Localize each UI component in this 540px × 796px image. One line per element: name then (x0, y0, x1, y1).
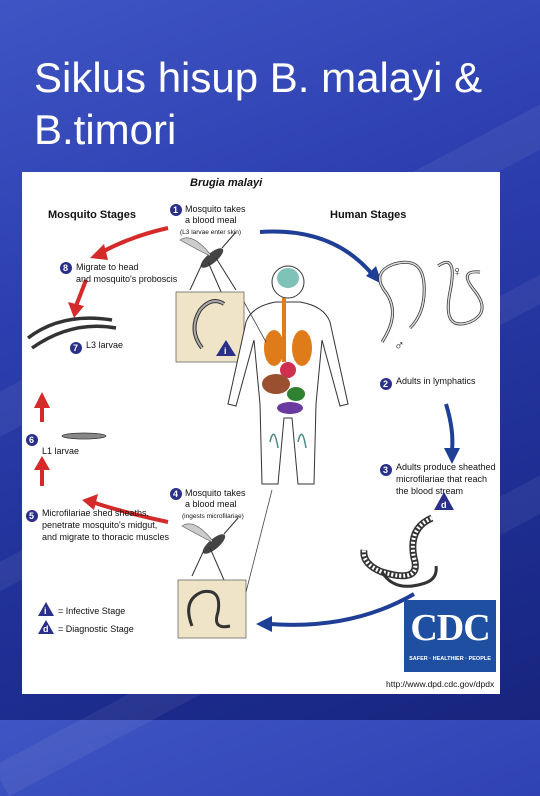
svg-text:i: i (44, 606, 47, 616)
step-number: 2 (383, 379, 388, 389)
l1-larva (61, 432, 107, 440)
step-1-line1: Mosquito takes (185, 204, 246, 214)
diagnostic-stage-icon (434, 492, 454, 510)
step-1-line3: (L3 larvae enter skin) (180, 229, 241, 236)
arrow-head (82, 494, 98, 510)
cdc-logo: CDC SAFER · HEALTHIER · PEOPLE (404, 600, 496, 672)
step-3-line3: the blood stream (396, 486, 463, 496)
step-badge (170, 488, 182, 500)
step-4-line3: (ingests microfilariae) (182, 513, 244, 520)
step-badge (170, 204, 182, 216)
l3-larva-large (26, 316, 113, 340)
step-1-line2: a blood meal (185, 215, 237, 225)
step-5-line1: Microfilariae shed sheaths, (42, 508, 149, 518)
step-number: 8 (63, 263, 68, 273)
mosquito-top-illustration (179, 231, 237, 295)
step-6-label: L1 larvae (42, 446, 79, 456)
arrow-bottom-left (269, 592, 416, 627)
diagram-heading: Brugia malayi (190, 177, 263, 189)
legend-infective-text: = Infective Stage (58, 606, 125, 616)
legend-diagnostic-icon (38, 620, 54, 634)
arrow-head (90, 244, 108, 260)
infective-stage-icon (216, 340, 236, 356)
step-badge (26, 434, 38, 446)
step-badge (70, 342, 82, 354)
step-4-line2: a blood meal (185, 499, 237, 509)
microfilaria-worm (187, 589, 231, 629)
male-symbol: ♂ (394, 337, 405, 353)
step-5-line2: penetrate mosquito's midgut, (42, 520, 157, 530)
diagnostic-symbol: d (441, 500, 447, 510)
step-badge (60, 262, 72, 274)
slide-title: Siklus hisup B. malayi & B.timori (34, 54, 483, 153)
mosquito-bottom-illustration (181, 517, 239, 581)
step-5-line3: and migrate to thoracic muscles (42, 532, 170, 542)
cdc-tagline: SAFER · HEALTHIER · PEOPLE (409, 656, 491, 662)
arrow-red-8-7 (74, 279, 88, 307)
arrow-head (68, 302, 84, 318)
step-3-line1: Adults produce sheathed (396, 462, 496, 472)
step-badge (380, 378, 392, 390)
arrow-head (34, 392, 50, 408)
step-badge (26, 510, 38, 522)
arrow-head (366, 266, 382, 284)
step-number: 7 (73, 343, 78, 353)
step-number: 5 (29, 511, 34, 521)
mosquito-stages-header: Mosquito Stages (48, 209, 136, 221)
arrow-top-right (259, 229, 374, 276)
human-stages-header: Human Stages (330, 209, 406, 221)
arrow-right-down (444, 403, 455, 451)
arrow-red-4-5 (91, 500, 169, 524)
legend-infective-icon (38, 602, 54, 616)
step-number: 3 (383, 465, 388, 475)
lifecycle-svg: Brugia malayi Mosquito Stages Human Stag… (26, 177, 496, 639)
infective-symbol: i (224, 346, 227, 356)
sheathed-microfilaria-illustration (360, 514, 438, 588)
cdc-logo-text: CDC (410, 607, 490, 649)
arrow-head (34, 456, 50, 470)
step-number: 4 (173, 489, 178, 499)
svg-text:d: d (43, 624, 49, 634)
arrow-red-top (101, 226, 169, 254)
legend-diagnostic-text: = Diagnostic Stage (58, 624, 134, 634)
human-body-illustration (227, 265, 349, 485)
source-url[interactable]: http://www.dpd.cdc.gov/dpdx (386, 679, 495, 689)
step-2-label: Adults in lymphatics (396, 376, 476, 386)
arrow-head (256, 616, 272, 632)
step-number: 6 (29, 435, 34, 445)
step-8-line1: Migrate to head (76, 262, 139, 272)
step-3-line2: microfilariae that reach (396, 474, 487, 484)
step-badge (380, 464, 392, 476)
step-4-line1: Mosquito takes (185, 488, 246, 498)
adult-worms-illustration (378, 260, 484, 343)
step-number: 1 (173, 205, 178, 215)
step-7-label: L3 larvae (86, 340, 123, 350)
female-symbol: ♀ (452, 263, 463, 279)
step-8-line2: and mosquito's proboscis (76, 274, 178, 284)
arrow-head (444, 448, 460, 464)
lifecycle-diagram: Brugia malayi Mosquito Stages Human Stag… (22, 172, 500, 694)
